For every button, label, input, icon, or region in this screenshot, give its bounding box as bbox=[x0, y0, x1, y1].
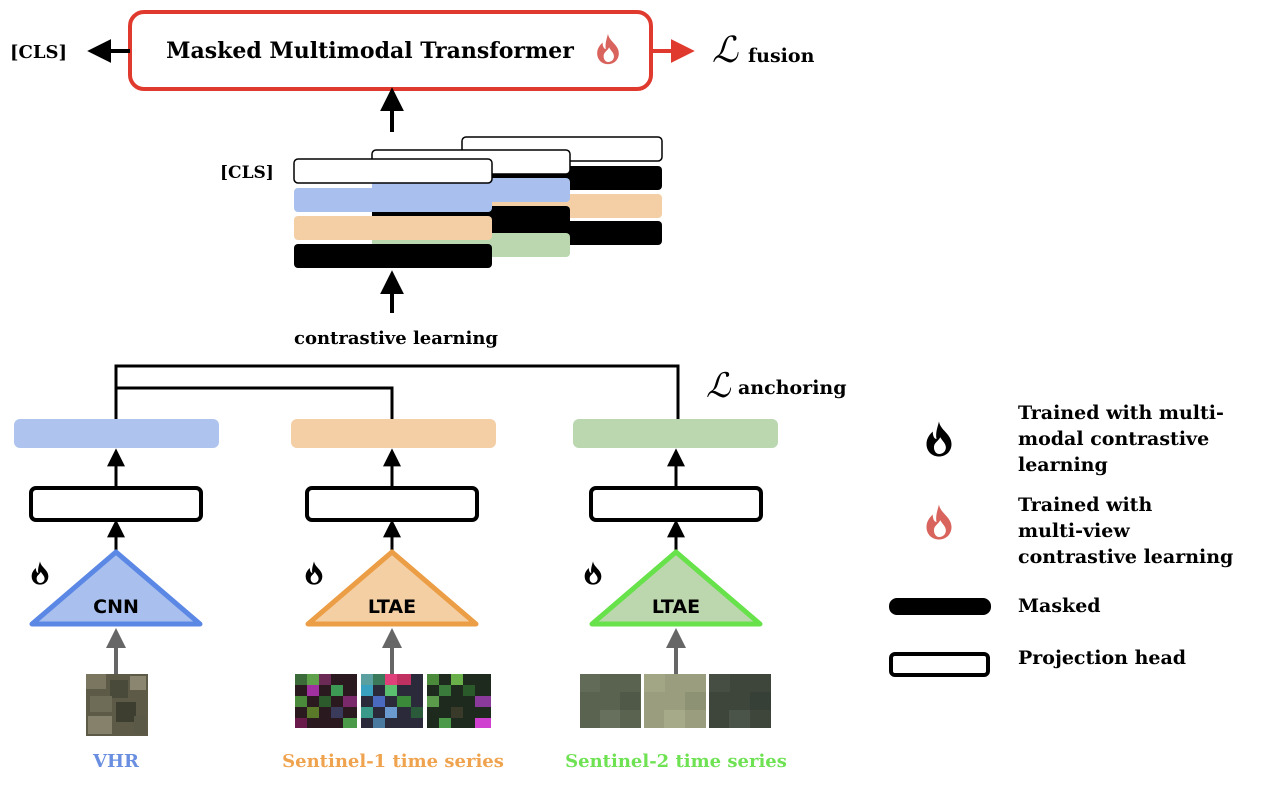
s1-frame bbox=[361, 674, 423, 728]
transformer-title: Masked Multimodal Transformer bbox=[166, 38, 574, 64]
branch-vhr: CNN VHR bbox=[14, 419, 219, 772]
token-orange bbox=[294, 216, 492, 240]
projection-head-icon bbox=[889, 652, 990, 677]
encoder-triangle bbox=[589, 549, 763, 627]
legend-line: Trained with bbox=[1018, 494, 1152, 516]
token-masked bbox=[294, 244, 492, 268]
input-label-sentinel1: Sentinel-1 time series bbox=[282, 751, 504, 772]
transformer-block: Masked Multimodal Transformer bbox=[128, 10, 653, 91]
legend-line: Trained with multi- bbox=[1018, 402, 1224, 424]
input-label-sentinel2: Sentinel-2 time series bbox=[565, 751, 787, 772]
legend-text: Trained with multi-view contrastive lear… bbox=[1018, 494, 1233, 568]
s2-frame bbox=[709, 674, 771, 728]
legend-item-multiview: Trained with multi-view contrastive lear… bbox=[926, 494, 1233, 568]
legend: Trained with multi- modal contrastive le… bbox=[889, 402, 1233, 677]
legend-line: modal contrastive bbox=[1018, 428, 1209, 450]
legend-text: Trained with multi- modal contrastive le… bbox=[1018, 402, 1231, 476]
contrastive-label: contrastive learning bbox=[294, 328, 498, 349]
legend-item-masked: Masked bbox=[889, 595, 1101, 617]
branch-sentinel2: LTAE Sentinel-2 time serie bbox=[565, 419, 787, 772]
legend-line: contrastive learning bbox=[1018, 546, 1233, 568]
token-stack-front bbox=[293, 158, 493, 268]
projection-head bbox=[29, 486, 203, 522]
encoder-label: CNN bbox=[93, 596, 139, 618]
encoder-label: LTAE bbox=[368, 596, 416, 618]
anchoring-connectors bbox=[114, 364, 680, 420]
loss-fusion: ℒ fusion bbox=[651, 30, 815, 71]
projection-head bbox=[589, 486, 763, 522]
cls-output-label: [CLS] bbox=[10, 42, 67, 63]
flame-black-icon bbox=[31, 561, 49, 585]
s2-frame bbox=[580, 674, 641, 728]
flame-black-icon bbox=[584, 561, 602, 585]
loss-fusion-symbol: ℒ bbox=[712, 30, 739, 71]
encoder-label: LTAE bbox=[652, 596, 700, 618]
embedding-bar bbox=[14, 419, 219, 448]
legend-line: multi-view bbox=[1018, 520, 1130, 542]
projection-head bbox=[305, 486, 479, 522]
legend-item-projection: Projection head bbox=[889, 647, 1186, 677]
cls-output: [CLS] bbox=[10, 39, 130, 63]
input-label-vhr: VHR bbox=[92, 751, 140, 772]
token-cls-label: [CLS] bbox=[220, 163, 274, 183]
legend-text: Masked bbox=[1018, 595, 1101, 617]
s1-frame bbox=[295, 674, 357, 728]
legend-line: learning bbox=[1018, 454, 1108, 476]
masked-bar-icon bbox=[889, 598, 991, 615]
loss-fusion-sub: fusion bbox=[748, 45, 815, 67]
loss-anchoring-sub: anchoring bbox=[738, 377, 847, 399]
legend-item-multimodal: Trained with multi- modal contrastive le… bbox=[926, 402, 1231, 476]
encoder-triangle bbox=[305, 549, 479, 627]
flame-black-icon bbox=[305, 561, 323, 585]
branch-sentinel1: LTAE bbox=[282, 419, 504, 772]
token-blue bbox=[294, 188, 492, 212]
embedding-bar bbox=[573, 419, 778, 448]
encoder-triangle bbox=[29, 549, 203, 627]
embedding-bar bbox=[291, 419, 496, 448]
legend-text: Projection head bbox=[1018, 647, 1186, 669]
flame-black-icon bbox=[926, 421, 952, 457]
loss-anchoring-symbol: ℒ bbox=[706, 366, 732, 406]
s2-frame bbox=[644, 674, 706, 728]
vhr-image bbox=[86, 674, 148, 736]
sentinel2-images bbox=[580, 674, 771, 728]
token-cls bbox=[293, 158, 493, 184]
s1-frame bbox=[427, 674, 491, 728]
sentinel1-images bbox=[295, 674, 491, 728]
flame-red-icon bbox=[926, 504, 952, 540]
